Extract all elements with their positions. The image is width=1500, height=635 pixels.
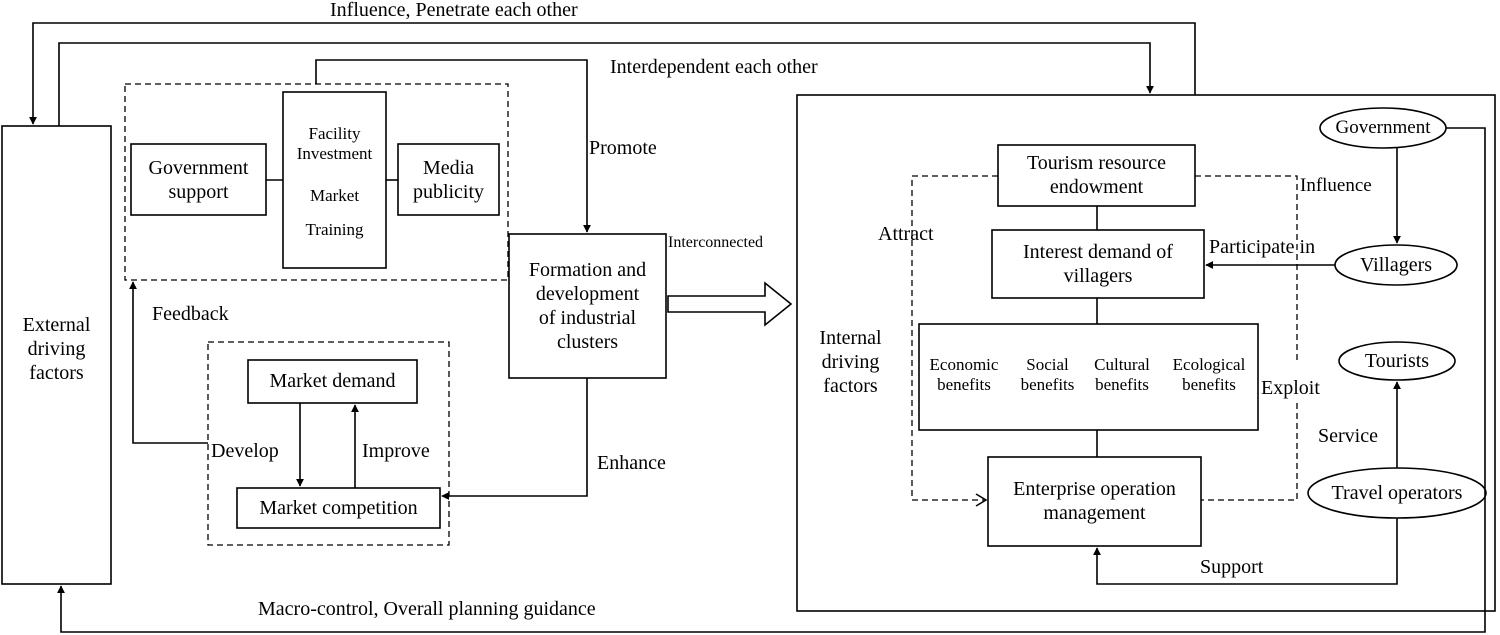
macro-control-arrow bbox=[57, 127, 1486, 633]
external-driving-factors-label: External driving factors bbox=[22, 314, 91, 384]
enhance-label: Enhance bbox=[597, 452, 666, 474]
tourists-ellipse bbox=[1338, 341, 1456, 381]
feedback-label: Feedback bbox=[152, 303, 229, 325]
enterprise-box bbox=[987, 456, 1202, 547]
service-label: Service bbox=[1318, 425, 1378, 447]
promote-arrow bbox=[315, 59, 591, 233]
influence-penetrate-label: Influence, Penetrate each other bbox=[330, 0, 578, 21]
attract-loop bbox=[911, 175, 998, 501]
develop-label: Develop bbox=[211, 440, 279, 462]
facility-investment-label: Facility Investment bbox=[296, 124, 373, 164]
benefits-box bbox=[918, 323, 1259, 431]
support-arrow bbox=[1093, 518, 1398, 585]
formation-development-label: Formation and development of industrial … bbox=[528, 259, 647, 353]
government-label: Government bbox=[1335, 117, 1431, 138]
feedback-arrow bbox=[129, 281, 208, 444]
market-demand-label: Market demand bbox=[269, 370, 396, 392]
attract-label: Attract bbox=[878, 223, 934, 245]
exploit-loop-bottom bbox=[1201, 403, 1298, 501]
media-publicity-label: Media publicity bbox=[412, 157, 485, 203]
promote-label: Promote bbox=[589, 137, 657, 159]
cultural-benefits-label: Cultural benefits bbox=[1094, 355, 1150, 395]
influence-label: Influence bbox=[1300, 175, 1372, 196]
external-factors-box bbox=[1, 125, 112, 585]
economic-benefits-label: Economic benefits bbox=[929, 355, 999, 395]
support-label: Support bbox=[1200, 556, 1264, 578]
participate-in-label: Participate in bbox=[1209, 236, 1316, 258]
market-demand-box bbox=[247, 359, 418, 404]
interconnected-arrow bbox=[667, 281, 793, 327]
social-benefits-label: Social benefits bbox=[1020, 355, 1075, 395]
internal-driving-factors-label: Internal driving factors bbox=[819, 327, 882, 397]
ecological-benefits-label: Ecological benefits bbox=[1172, 355, 1246, 395]
government-support-label: Government support bbox=[148, 157, 249, 203]
tourists-label: Tourists bbox=[1364, 350, 1430, 372]
interdependent-arrow bbox=[58, 42, 1154, 126]
facility-box bbox=[282, 91, 387, 269]
influence-penetrate-arrow bbox=[29, 22, 1196, 125]
market-dashed-group bbox=[207, 341, 450, 546]
formation-box bbox=[508, 233, 667, 379]
travel-operators-label: Travel operators bbox=[1331, 482, 1463, 504]
enterprise-operation-label: Enterprise operation management bbox=[1013, 478, 1176, 524]
interest-demand-box bbox=[991, 229, 1205, 299]
exploit-label: Exploit bbox=[1261, 377, 1320, 399]
training-label: Training bbox=[305, 220, 364, 239]
villagers-label: Villagers bbox=[1359, 254, 1433, 276]
macro-control-label: Macro-control, Overall planning guidance bbox=[258, 598, 596, 620]
interest-demand-label: Interest demand of villagers bbox=[1023, 241, 1173, 287]
attract-arrowhead bbox=[975, 493, 988, 507]
tourism-resource-box bbox=[997, 144, 1196, 207]
interdependent-label: Interdependent each other bbox=[610, 56, 818, 78]
tourism-resource-label: Tourism resource endowment bbox=[1026, 152, 1167, 198]
market-competition-box bbox=[236, 487, 441, 529]
improve-label: Improve bbox=[362, 440, 430, 462]
market-label: Market bbox=[309, 186, 360, 205]
enhance-arrow bbox=[441, 378, 588, 500]
interconnected-label: Interconnected bbox=[668, 234, 764, 251]
exploit-loop-top bbox=[1195, 175, 1298, 363]
market-competition-label: Market competition bbox=[259, 497, 418, 519]
